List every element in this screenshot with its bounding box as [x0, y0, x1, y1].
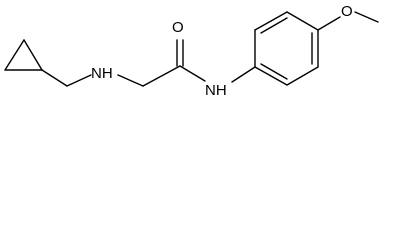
bond-ether-o-to-methyl	[354, 11, 379, 23]
bond-methylene-to-carbonyl	[142, 65, 181, 87]
benzene-ring	[254, 11, 319, 86]
ether-oxygen-label: O	[341, 3, 353, 20]
molecule-structure: NH O NH O	[4, 3, 379, 99]
ring-bond-right	[23, 39, 43, 71]
carbonyl-double-bond	[176, 39, 184, 67]
bond-ring-to-ether-o	[317, 16, 341, 31]
bond-amine-to-methylene	[117, 74, 144, 87]
bond-ring-to-methylene	[41, 69, 68, 87]
bond-amide-n-to-ring	[231, 66, 256, 83]
amine-nh-label: NH	[91, 65, 113, 82]
bond-carbonyl-to-amide-n	[179, 65, 206, 82]
cyclopropyl-ring	[4, 39, 43, 71]
amide-nh-label: NH	[205, 82, 227, 99]
carbonyl-oxygen-label: O	[172, 19, 184, 36]
ring-bond-left	[4, 39, 25, 71]
bond-methylene-to-amine	[66, 74, 92, 87]
